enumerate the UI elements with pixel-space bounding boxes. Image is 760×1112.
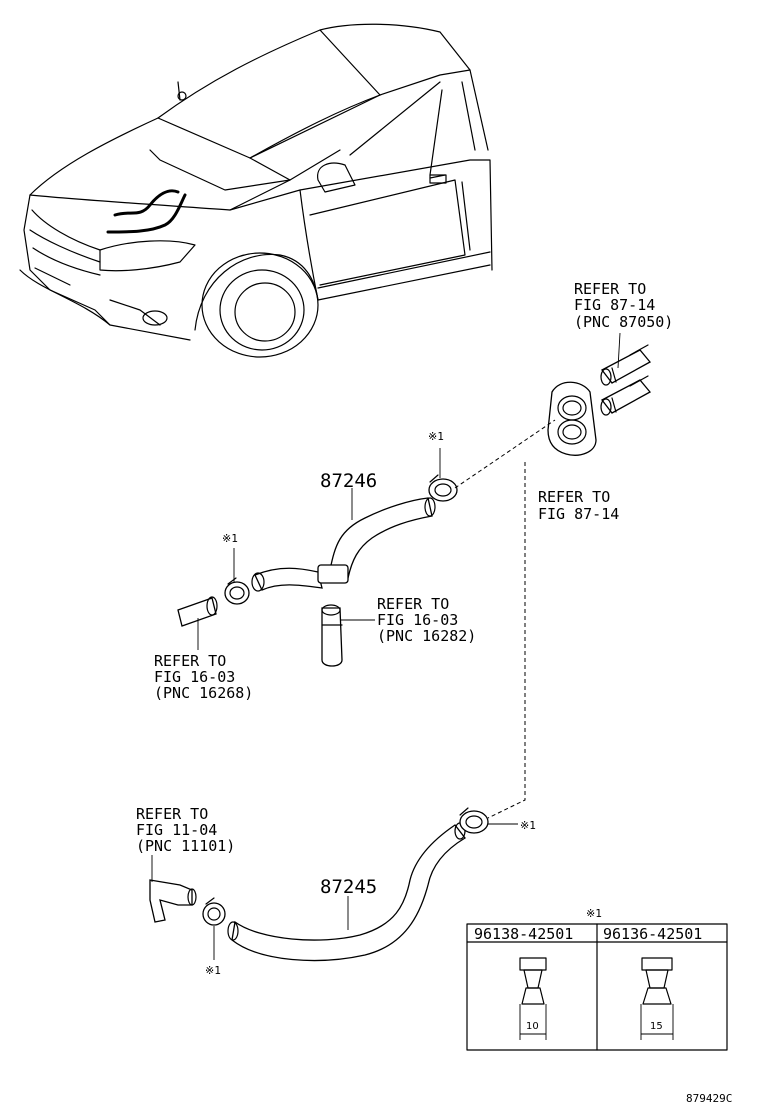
label-text: FIG 87-14 [574,296,655,314]
vehicle-illustration [19,23,493,358]
note-mark-upper-left: ※1 [222,532,238,545]
clamp-drawing-2: 15 [640,957,674,1040]
clamp-table: ※1 96138-42501 96136-42501 10 15 [466,907,728,1051]
label-text: REFER TO [574,280,646,298]
clamp-lower-right [459,807,489,834]
clamp-lower-left [202,897,226,926]
label-text: (PNC 16282) [377,627,476,645]
label-text: REFER TO [538,488,610,506]
grommet-part [547,381,597,456]
label-refer-16268: REFER TO FIG 16-03 (PNC 16268) [154,652,253,702]
label-text: REFER TO [154,652,226,670]
label-refer-11101: REFER TO FIG 11-04 (PNC 11101) [136,805,235,855]
label-text: REFER TO [377,595,449,613]
dashed-connection-upper [454,419,556,489]
clamp-drawing-1: 10 [519,957,547,1040]
part-number-87246: 87246 [320,470,377,492]
upper-hose-87246 [177,497,436,667]
clamp-dimension: 15 [650,1021,663,1032]
figure-id: 879429C [686,1092,732,1105]
label-text: FIG 16-03 [377,611,458,629]
note-mark-upper-right: ※1 [428,430,444,443]
label-text: (PNC 11101) [136,837,235,855]
label-refer-16282: REFER TO FIG 16-03 (PNC 16282) [377,595,476,645]
clamp-dimension: 10 [526,1021,539,1032]
dashed-connection-vertical [487,462,526,819]
label-text: FIG 11-04 [136,821,217,839]
label-text: (PNC 87050) [574,313,673,331]
label-text: REFER TO [136,805,208,823]
pipes-87050 [600,344,652,416]
leader-87050 [617,332,621,369]
label-text: FIG 87-14 [538,505,619,523]
clamp-upper-right [428,474,458,502]
note-mark-lower-left: ※1 [205,964,221,977]
label-text: (PNC 16268) [154,684,253,702]
clamp-table-mark: ※1 [586,907,602,920]
note-mark-lower-right: ※1 [520,819,536,832]
clamp-part-number: 96138-42501 [474,925,573,943]
clamp-upper-left [224,577,250,605]
clamp-part-number: 96136-42501 [603,925,702,943]
label-text: FIG 16-03 [154,668,235,686]
label-refer-87-14: REFER TO FIG 87-14 [538,488,619,523]
label-refer-87050: REFER TO FIG 87-14 (PNC 87050) [574,280,673,331]
part-number-87245: 87245 [320,876,377,898]
